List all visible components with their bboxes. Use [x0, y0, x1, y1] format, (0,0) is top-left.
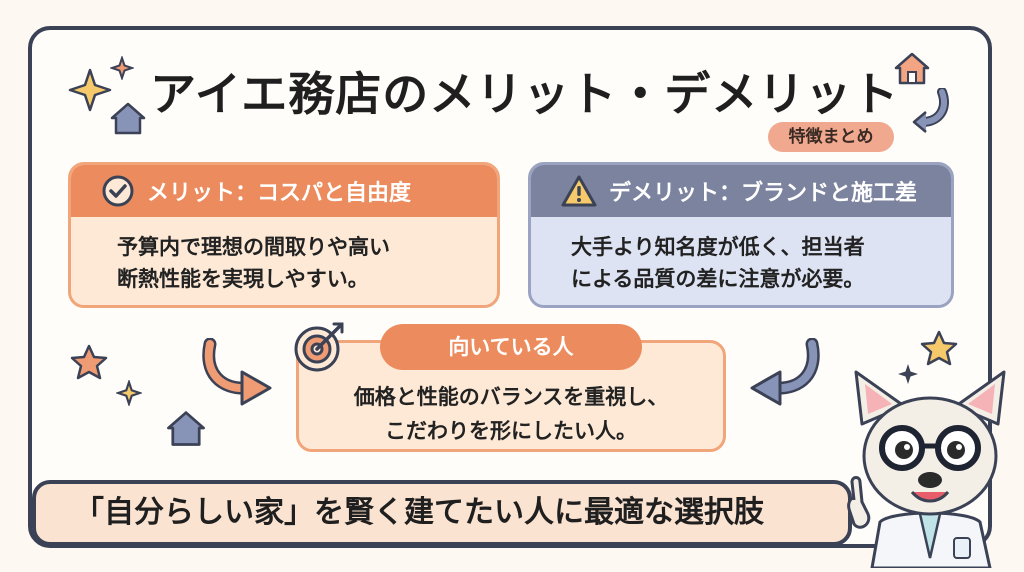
target-body-line: 価格と性能のバランスを重視し、 [353, 385, 669, 409]
demerit-heading-label: デメリット：ブランドと施工差 [609, 181, 918, 206]
footer-banner [32, 480, 852, 546]
sparkle-icon [68, 68, 112, 112]
check-circle-icon [102, 175, 134, 207]
house-outline-icon [894, 52, 930, 85]
star-icon [70, 344, 108, 380]
page-title: アイエ務店のメリット・デメリット [150, 67, 900, 121]
star-icon [920, 330, 958, 366]
house-icon [110, 102, 146, 135]
house-icon [167, 411, 205, 446]
dog-mascot-illustration [847, 370, 1006, 568]
footer-text: 「自分らしい家」を賢く建てたい人に最適な選択肢 [74, 495, 764, 530]
merit-heading: メリット：コスパと自由度 [71, 165, 497, 217]
small-sparkle-icon [110, 56, 134, 80]
curved-arrow-icon [912, 88, 949, 133]
small-sparkle-icon [898, 364, 918, 384]
small-sparkle-icon [116, 380, 142, 406]
merit-card: メリット：コスパと自由度 予算内で理想の間取りや高い 断熱性能を実現しやすい。 [68, 162, 500, 308]
merit-body: 予算内で理想の間取りや高い 断熱性能を実現しやすい。 [71, 217, 497, 295]
curved-arrow-right-icon [202, 338, 272, 406]
summary-tag: 特徴まとめ [768, 122, 894, 152]
merit-body-line: 断熱性能を実現しやすい。 [117, 267, 369, 291]
demerit-heading: デメリット：ブランドと施工差 [531, 165, 951, 217]
demerit-body-line: による品質の差に注意が必要。 [571, 267, 865, 291]
demerit-body: 大手より知名度が低く、担当者 による品質の差に注意が必要。 [531, 217, 951, 295]
target-body-line: こだわりを形にしたい人。 [385, 419, 637, 443]
target-body: 価格と性能のバランスを重視し、 こだわりを形にしたい人。 [306, 380, 716, 448]
warning-icon [561, 175, 597, 207]
target-icon [294, 322, 344, 372]
demerit-card: デメリット：ブランドと施工差 大手より知名度が低く、担当者 による品質の差に注意… [528, 162, 954, 308]
merit-heading-label: メリット：コスパと自由度 [147, 181, 412, 206]
merit-body-line: 予算内で理想の間取りや高い [117, 235, 390, 259]
demerit-body-line: 大手より知名度が低く、担当者 [571, 235, 865, 259]
curved-arrow-left-icon [750, 338, 820, 406]
target-label: 向いている人 [380, 324, 642, 370]
